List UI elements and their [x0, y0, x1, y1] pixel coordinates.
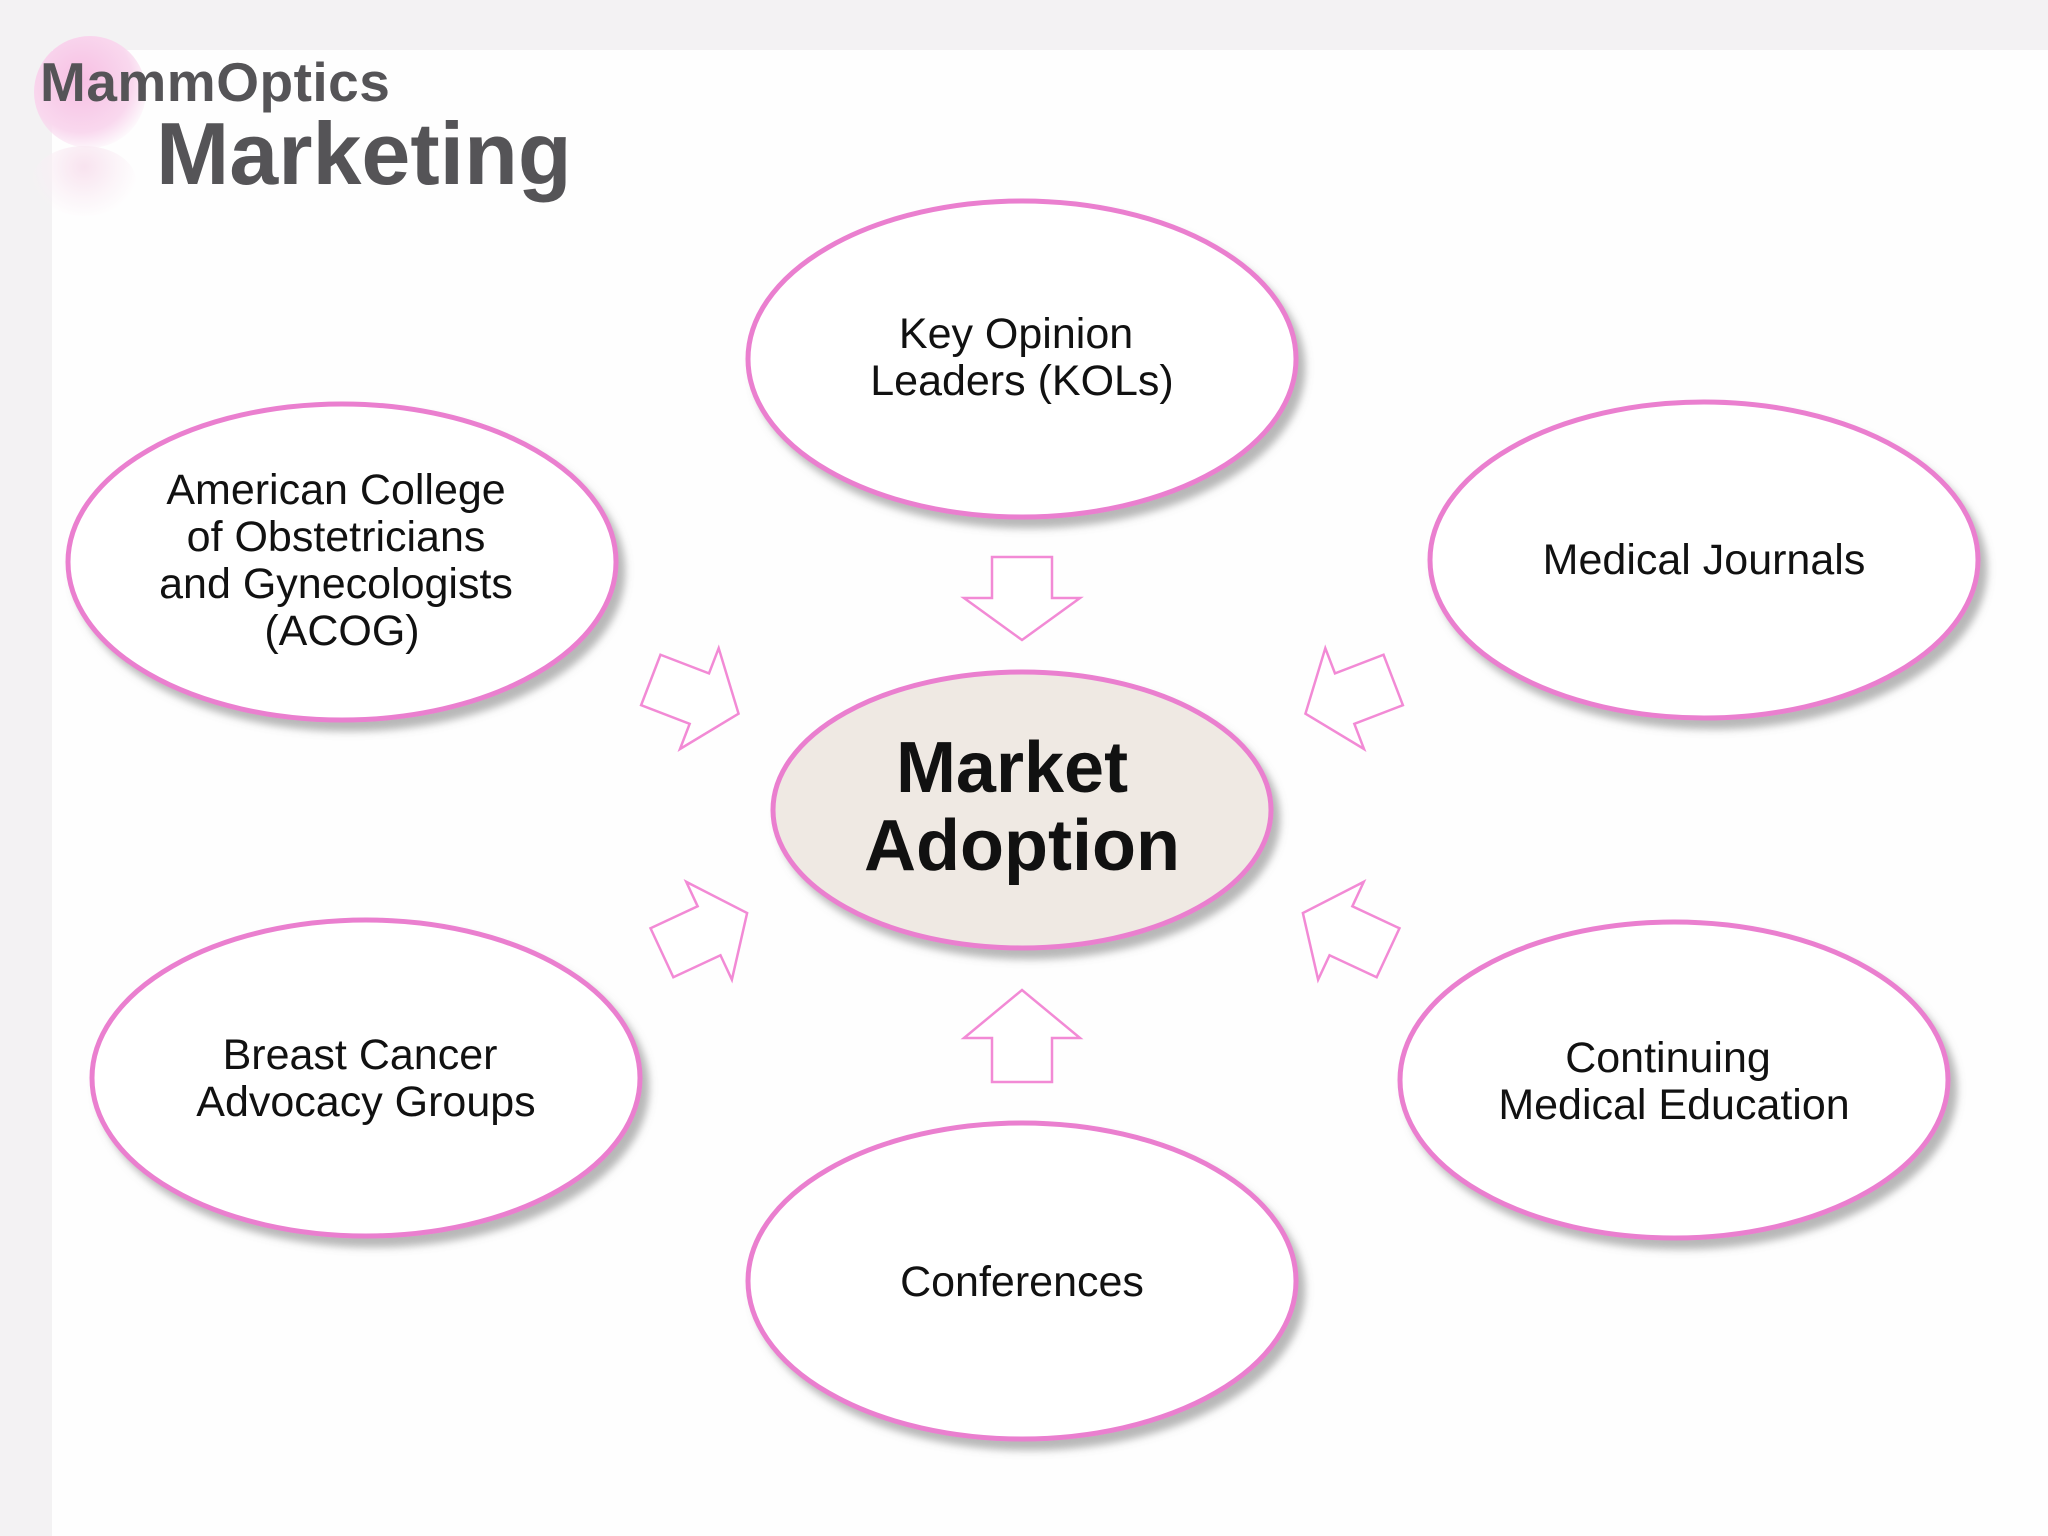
- svg-text:Medical Journals: Medical Journals: [1543, 536, 1866, 584]
- svg-text:Market Adoption: Market Adoption: [864, 728, 1180, 886]
- logo: MammOptics Marketing: [28, 28, 648, 216]
- node-acog-line-4: (ACOG): [264, 607, 419, 655]
- node-conferences: Conferences: [745, 1120, 1299, 1442]
- arrow-up-left-icon: [1301, 879, 1402, 984]
- node-kols: Key Opinion Leaders (KOLs): [745, 198, 1299, 520]
- node-cme-line-1: Continuing: [1565, 1034, 1771, 1082]
- node-conferences-line-1: Conferences: [900, 1258, 1144, 1306]
- center-title-line-2: Adoption: [864, 806, 1180, 886]
- node-acog-line-2: of Obstetricians: [187, 513, 486, 561]
- svg-text:Conferences: Conferences: [900, 1258, 1144, 1306]
- node-advocacy-line-1: Breast Cancer: [223, 1031, 498, 1079]
- arrow-up-right-icon: [648, 879, 749, 984]
- svg-text:Continuing Medical Edu: Continuing Medical Education: [1498, 1034, 1849, 1129]
- node-acog-line-3: and Gynecologists: [159, 560, 513, 608]
- arrows: [639, 555, 1405, 1084]
- arrow-down-right-icon: [639, 644, 741, 752]
- node-acog: American College of Obstetricians and Gy…: [65, 401, 619, 723]
- node-kols-line-2: Leaders (KOLs): [870, 357, 1174, 405]
- page-title: Marketing: [156, 104, 572, 203]
- node-journals: Medical Journals: [1427, 399, 1981, 721]
- node-acog-line-1: American College: [166, 466, 505, 514]
- center-title-line-1: Market: [896, 728, 1128, 808]
- logo-orb-icon: [34, 36, 146, 148]
- node-kols-line-1: Key Opinion: [899, 310, 1133, 358]
- arrow-down-icon: [960, 555, 1084, 642]
- svg-text:American College of Ob: American College of Obstetricians and Gy…: [159, 466, 525, 655]
- arrow-up-icon: [960, 988, 1084, 1084]
- svg-text:Breast Cancer Advocacy: Breast Cancer Advocacy Groups: [196, 1031, 535, 1126]
- node-advocacy: Breast Cancer Advocacy Groups: [89, 917, 643, 1239]
- node-journals-line-1: Medical Journals: [1543, 536, 1866, 584]
- arrow-down-left-icon: [1303, 644, 1405, 752]
- node-cme-line-2: Medical Education: [1498, 1081, 1849, 1129]
- brand-name: MammOptics: [40, 51, 391, 113]
- node-advocacy-line-2: Advocacy Groups: [196, 1078, 535, 1126]
- svg-text:Key Opinion Leaders (K: Key Opinion Leaders (KOLs): [870, 310, 1174, 405]
- center-node: Market Adoption: [770, 669, 1274, 951]
- node-cme: Continuing Medical Education: [1397, 919, 1951, 1241]
- logo-orb-reflection-icon: [32, 146, 136, 216]
